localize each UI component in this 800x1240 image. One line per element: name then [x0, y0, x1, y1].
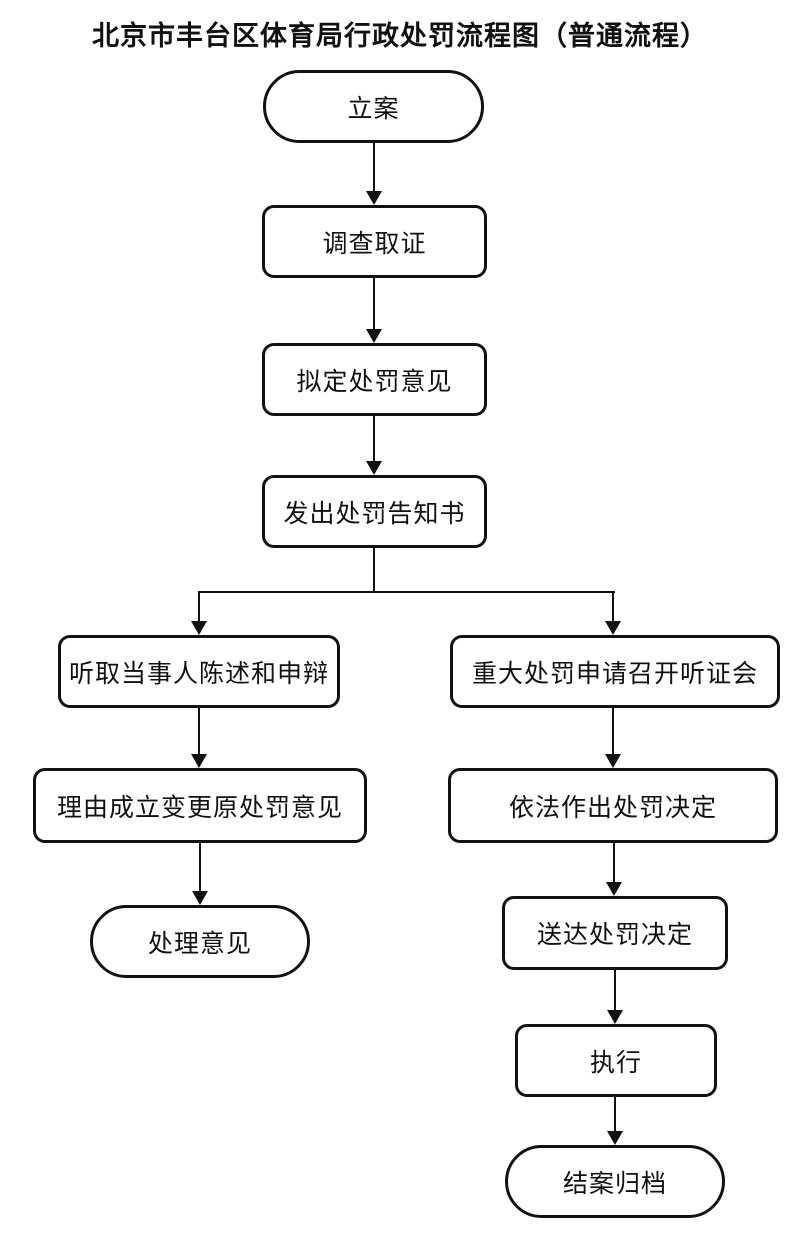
connector-split-horizontal — [198, 591, 615, 593]
node-decide-by-law-label: 依法作出处罚决定 — [508, 794, 717, 822]
node-close-archive-label: 结案归档 — [562, 1170, 667, 1198]
node-start-label: 立案 — [347, 95, 400, 123]
arrowhead-to-draft-opinion — [366, 329, 382, 343]
node-investigate-label: 调查取证 — [322, 230, 427, 258]
arrowhead-to-hear-statement — [191, 621, 207, 635]
connector-split-right-drop — [612, 591, 614, 624]
node-draft-opinion-label: 拟定处罚意见 — [296, 368, 453, 396]
connector-notice-split-stem — [373, 548, 375, 593]
arrowhead-to-issue-notice — [366, 461, 382, 475]
node-handling-opinion-label: 处理意见 — [147, 930, 252, 958]
arrowhead-to-execute — [607, 1010, 623, 1024]
arrowhead-to-major-hearing — [605, 621, 621, 635]
node-issue-notice: 发出处罚告知书 — [262, 475, 487, 548]
connector-draft-notice — [373, 416, 375, 464]
arrowhead-to-handling-opinion — [192, 891, 208, 905]
node-change-opinion: 理由成立变更原处罚意见 — [33, 768, 367, 843]
arrowhead-to-decide-by-law — [605, 754, 621, 768]
node-change-opinion-label: 理由成立变更原处罚意见 — [56, 794, 343, 822]
connector-deliver-execute — [614, 970, 616, 1013]
node-deliver-decision: 送达处罚决定 — [502, 896, 728, 970]
node-draft-opinion: 拟定处罚意见 — [262, 343, 487, 416]
node-deliver-decision-label: 送达处罚决定 — [536, 922, 693, 949]
node-investigate: 调查取证 — [262, 205, 487, 278]
node-close-archive: 结案归档 — [505, 1145, 725, 1218]
connector-investigate-draft — [373, 278, 375, 332]
connector-split-left-drop — [198, 591, 200, 624]
node-major-hearing: 重大处罚申请召开听证会 — [450, 635, 780, 708]
connector-hearing-decide — [612, 708, 614, 757]
node-decide-by-law: 依法作出处罚决定 — [448, 768, 778, 843]
node-hear-statement: 听取当事人陈述和申辩 — [58, 635, 340, 708]
arrowhead-to-change-opinion — [191, 754, 207, 768]
connector-execute-close — [614, 1097, 616, 1134]
node-start: 立案 — [263, 70, 484, 143]
node-major-hearing-label: 重大处罚申请召开听证会 — [471, 660, 758, 688]
arrowhead-to-close-archive — [607, 1131, 623, 1145]
node-handling-opinion: 处理意见 — [90, 905, 310, 978]
connector-change-handling — [199, 843, 201, 894]
node-hear-statement-label: 听取当事人陈述和申辩 — [68, 660, 329, 688]
arrowhead-to-investigate — [366, 191, 382, 205]
arrowhead-to-deliver-decision — [606, 882, 622, 896]
connector-start-investigate — [373, 143, 375, 194]
connector-decide-deliver — [613, 843, 615, 885]
node-execute-label: 执行 — [589, 1049, 642, 1077]
node-issue-notice-label: 发出处罚告知书 — [283, 500, 466, 528]
page-title: 北京市丰台区体育局行政处罚流程图（普通流程） — [92, 21, 708, 51]
node-execute: 执行 — [515, 1024, 717, 1097]
connector-hear-change — [198, 708, 200, 757]
